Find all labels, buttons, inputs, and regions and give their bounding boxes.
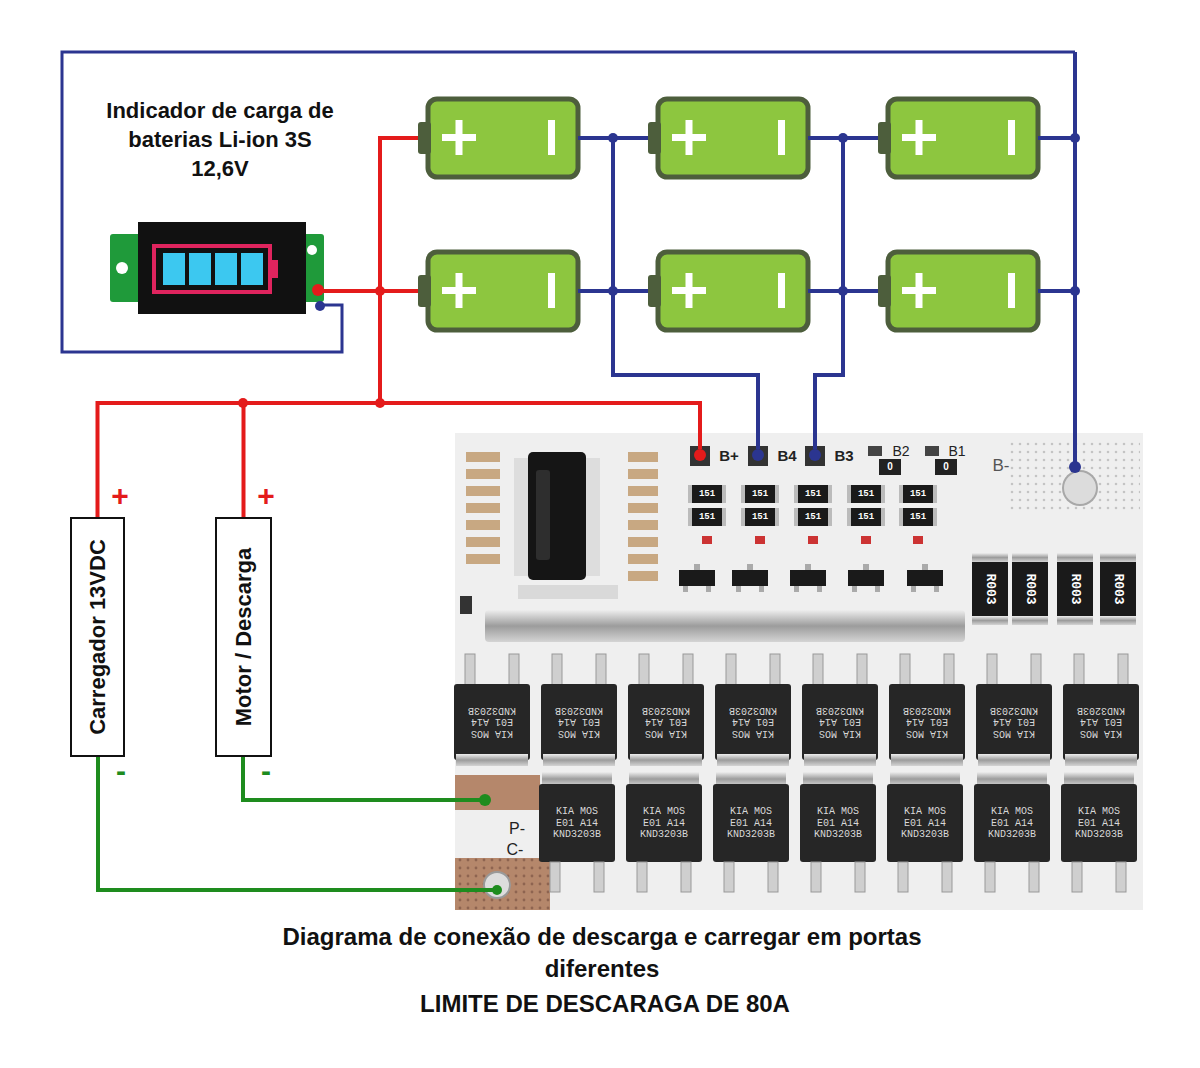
pin-name: B3 [834, 447, 853, 464]
resistor-code: 151 [858, 489, 874, 499]
resistor-code: 151 [805, 512, 821, 522]
mosfet-marking: KIA MOS E01 A14 KND3203B [811, 705, 869, 740]
diagram-caption: Diagrama de conexão de descarga e carreg… [272, 921, 932, 985]
pad-marking: 0 [943, 461, 949, 473]
power-wire [98, 403, 244, 517]
pin-name: B+ [719, 447, 739, 464]
shunt-code: R003 [1023, 573, 1038, 604]
shunt-code: R003 [1111, 573, 1126, 604]
shunt-code: R003 [1068, 573, 1083, 604]
mosfet-marking: KIA MOS E01 A14 KND3203B [463, 705, 521, 740]
pin-name: P- [509, 820, 525, 838]
module-title: Indicador de carga de baterias Li-ion 3S… [106, 96, 334, 183]
resistor-code: 151 [910, 512, 926, 522]
polarity-sign: - [261, 754, 271, 789]
polarity-sign: + [257, 479, 275, 514]
terminal-box: Motor / Descarga [215, 517, 272, 757]
mosfet-marking: KIA MOS E01 A14 KND3203B [724, 705, 782, 740]
shunt-code: R003 [983, 573, 998, 604]
resistor-code: 151 [805, 489, 821, 499]
resistor-code: 151 [699, 489, 715, 499]
mosfet-marking: KIA MOS E01 A14 KND3203B [985, 705, 1043, 740]
module-heading: Indicador de carga de baterias Li-ion 3S… [106, 96, 334, 183]
resistor-code: 151 [858, 512, 874, 522]
mosfet-marking: KIA MOS E01 A14 KND3203B [722, 806, 780, 841]
polarity-sign: + [111, 479, 129, 514]
rating-note: LIMITE DE DESCARAGA DE 80A [420, 990, 790, 1018]
terminal-label: Carregador 13VDC [85, 539, 111, 735]
pin-name: C- [507, 841, 524, 859]
polarity-sign: - [116, 754, 126, 789]
mosfet-marking: KIA MOS E01 A14 KND3203B [898, 705, 956, 740]
mosfet-marking: KIA MOS E01 A14 KND3203B [637, 705, 695, 740]
mosfet-marking: KIA MOS E01 A14 KND3203B [983, 806, 1041, 841]
pin-name: B4 [777, 447, 796, 464]
pad-marking: 0 [887, 461, 893, 473]
pin-name: B- [993, 456, 1010, 476]
terminal-label: Motor / Descarga [231, 548, 257, 727]
mosfet-marking: KIA MOS E01 A14 KND3203B [635, 806, 693, 841]
mosfet-marking: KIA MOS E01 A14 KND3203B [896, 806, 954, 841]
charge-indicator [110, 222, 324, 314]
mosfet-marking: KIA MOS E01 A14 KND3203B [1072, 705, 1130, 740]
mosfet-marking: KIA MOS E01 A14 KND3203B [548, 806, 606, 841]
resistor-code: 151 [752, 489, 768, 499]
pin-name: B1 [948, 443, 965, 459]
resistor-code: 151 [752, 512, 768, 522]
bms-board [454, 433, 1143, 910]
mosfet-marking: KIA MOS E01 A14 KND3203B [1070, 806, 1128, 841]
mosfet-marking: KIA MOS E01 A14 KND3203B [809, 806, 867, 841]
terminal-box: Carregador 13VDC [70, 517, 125, 757]
resistor-code: 151 [699, 512, 715, 522]
pin-name: B2 [892, 443, 909, 459]
resistor-code: 151 [910, 489, 926, 499]
mosfet-marking: KIA MOS E01 A14 KND3203B [550, 705, 608, 740]
